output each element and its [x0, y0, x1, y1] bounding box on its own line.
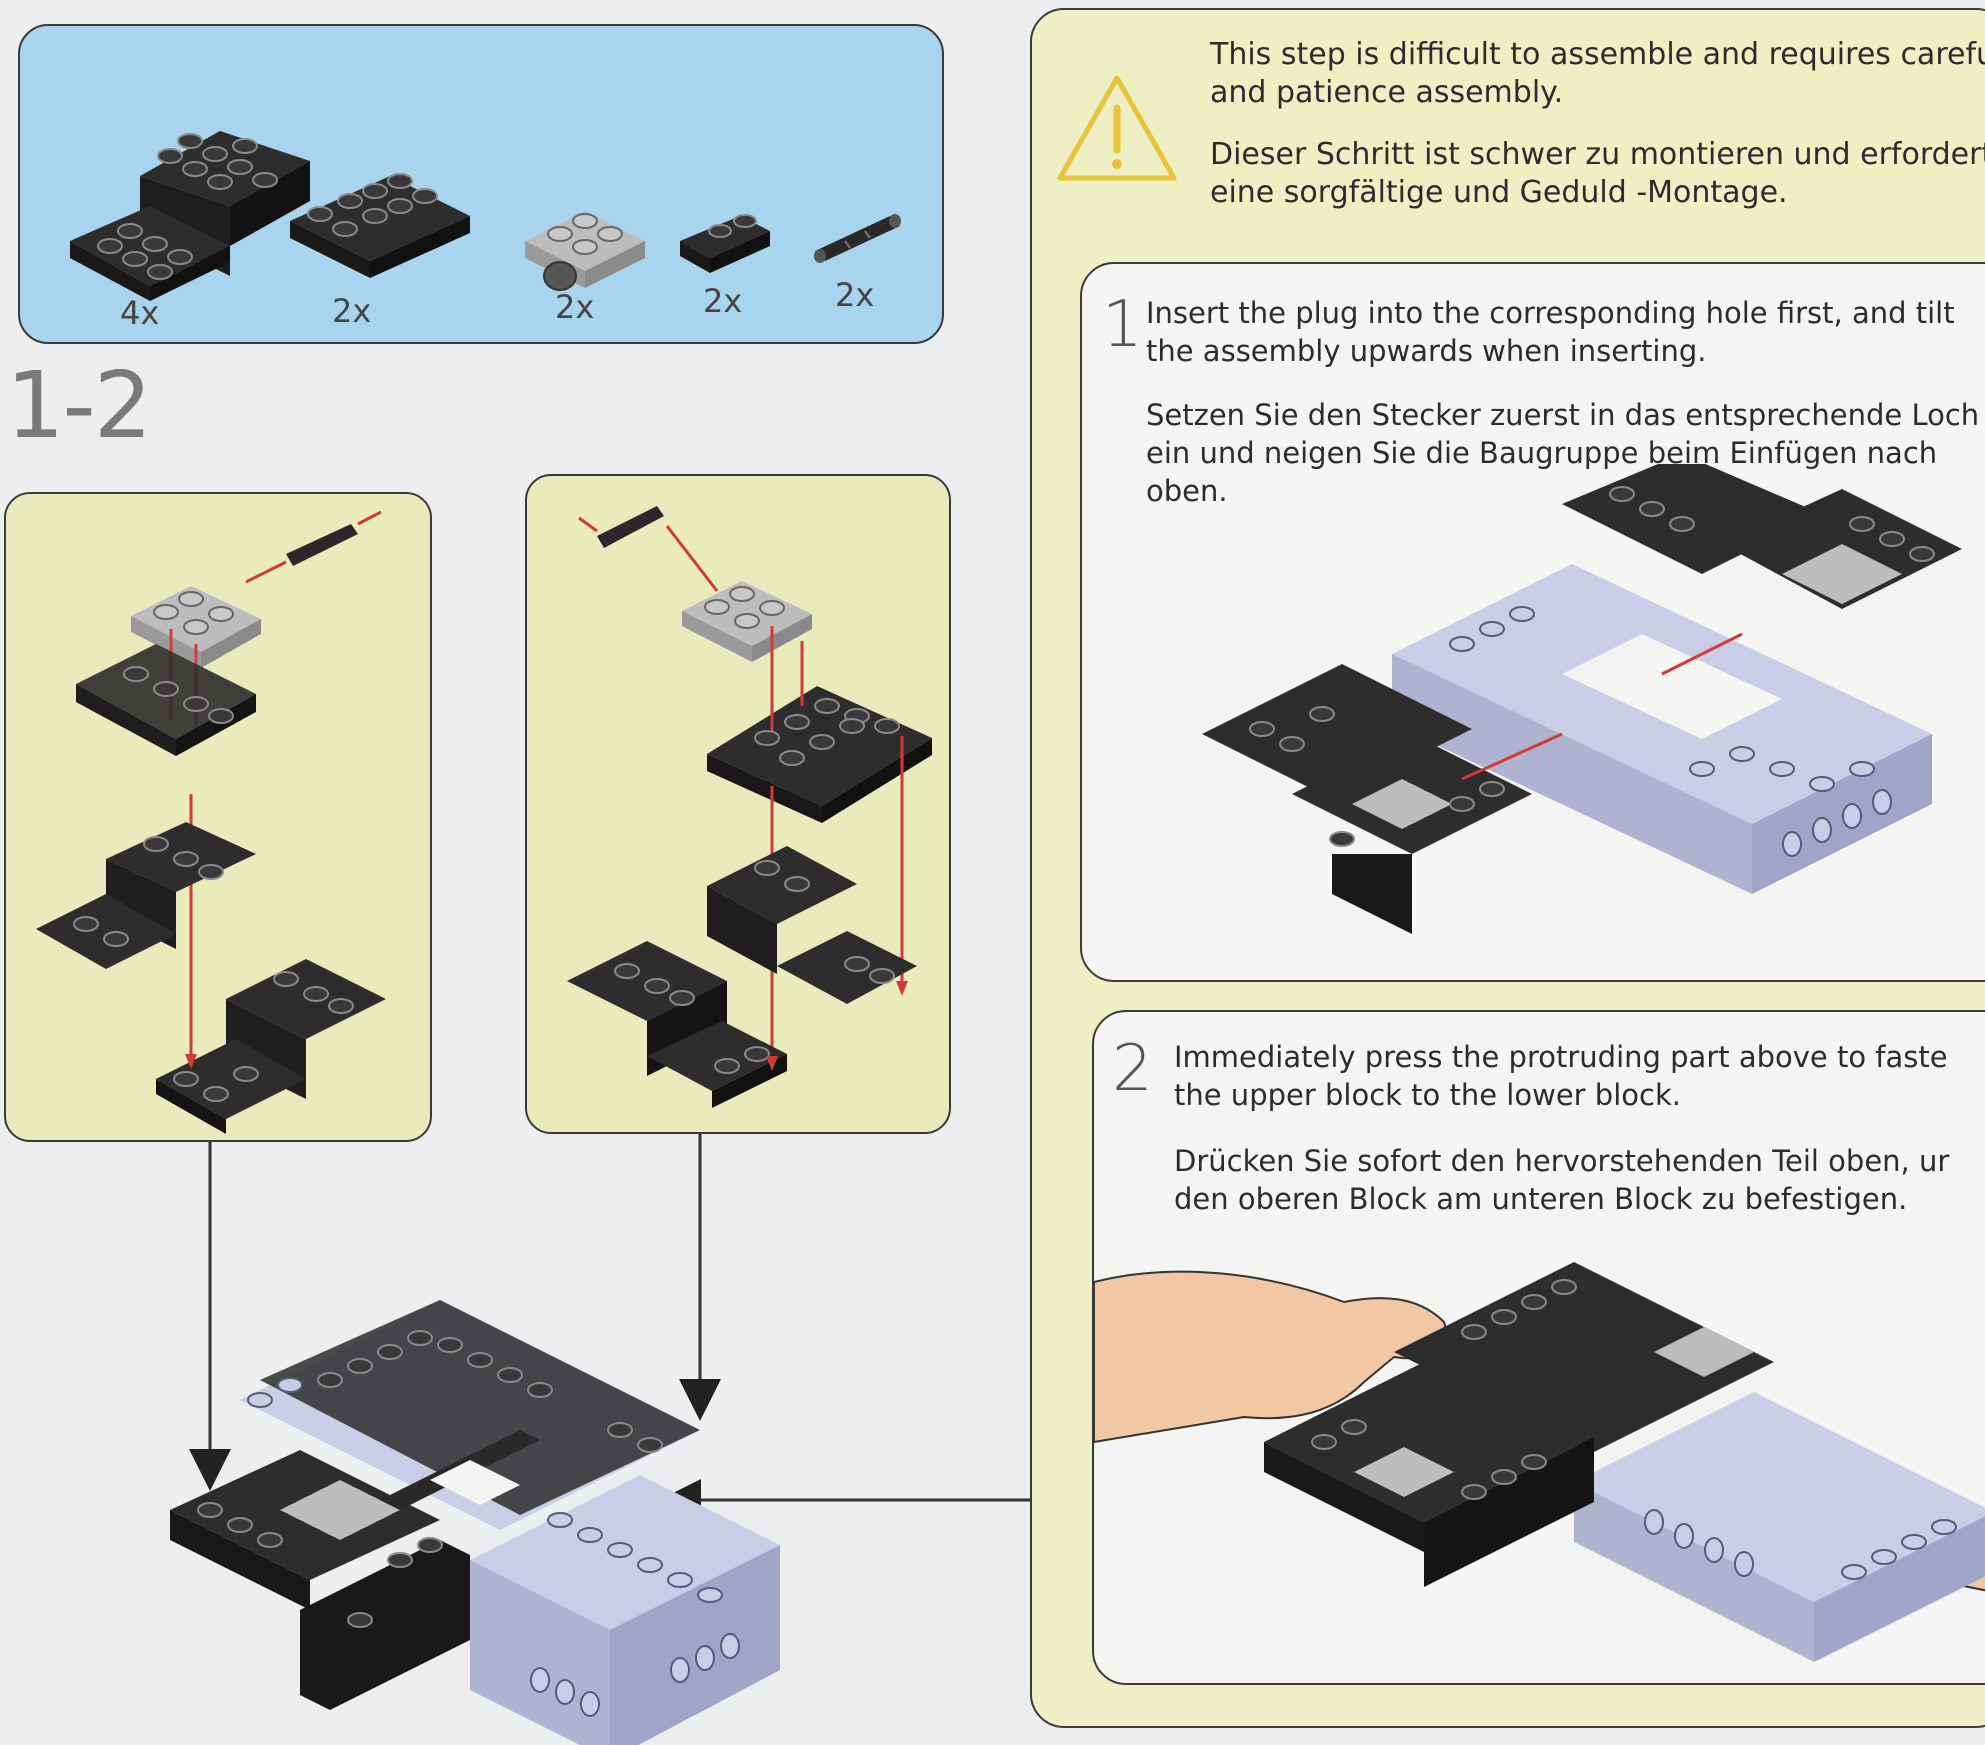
- sub-assembly-right-illustration: [567, 506, 932, 1108]
- black-plate-1x2-part-image: [680, 214, 770, 273]
- sub-assembly-panel-left: [4, 492, 432, 1142]
- instruction-step-2: 2 Immediately press the protruding part …: [1092, 1010, 1985, 1685]
- instruction-step-1: 1 Insert the plug into the corresponding…: [1080, 262, 1985, 982]
- part-qty-plate-2x4: 2x: [332, 292, 372, 330]
- sub-assembly-panel-right: [525, 474, 951, 1134]
- sub-assembly-left-illustration: [36, 510, 386, 1134]
- final-assembly-illustration: [170, 1134, 1040, 1745]
- instruction-1-de-line-2: ein und neigen Sie die Baugruppe beim Ei…: [1146, 436, 1938, 470]
- warning-en-line-1: This step is difficult to assemble and r…: [1210, 37, 1985, 72]
- instruction-2-en-line-2: the upper block to the lower block.: [1174, 1078, 1681, 1112]
- part-qty-bracket: 4x: [120, 294, 160, 332]
- warning-en-line-2: and patience assembly.: [1210, 75, 1564, 110]
- instruction-1-en-line-2: the assembly upwards when inserting.: [1146, 334, 1707, 368]
- instruction-2-text: Immediately press the protruding part ab…: [1174, 1038, 1949, 1218]
- gray-plate-with-hole-part-image: [525, 211, 645, 291]
- instruction-1-illustration: [1202, 464, 1962, 934]
- part-qty-gray-plate: 2x: [555, 288, 595, 326]
- instruction-2-de-line-2: den oberen Block am unteren Block zu bef…: [1174, 1182, 1908, 1216]
- warning-de-line-1: Dieser Schritt ist schwer zu montieren u…: [1210, 137, 1985, 172]
- instruction-1-en-line-1: Insert the plug into the corresponding h…: [1146, 296, 1955, 330]
- part-qty-pin: 2x: [835, 276, 875, 314]
- warning-triangle-icon: [1057, 75, 1177, 181]
- left-hand: [1094, 1270, 1447, 1444]
- warning-de-line-2: eine sorgfältige und Geduld -Montage.: [1210, 175, 1788, 210]
- instruction-1-de-line-1: Setzen Sie den Stecker zuerst in das ent…: [1146, 398, 1980, 432]
- instruction-2-illustration: [1094, 1262, 1985, 1662]
- black-bracket-part-image: [70, 131, 310, 301]
- parts-list-panel: 4x 2x 2x 2x 2x: [18, 24, 944, 344]
- warning-text: This step is difficult to assemble and r…: [1210, 36, 1985, 212]
- part-qty-plate-1x2: 2x: [703, 282, 743, 320]
- instruction-2-number: 2: [1112, 1032, 1153, 1106]
- step-number: 1-2: [6, 352, 152, 459]
- instruction-2-de-line-1: Drücken Sie sofort den hervorstehenden T…: [1174, 1144, 1950, 1178]
- instructions-panel: This step is difficult to assemble and r…: [1030, 8, 1985, 1728]
- parts-illustrations: [70, 131, 901, 301]
- instruction-2-en-line-1: Immediately press the protruding part ab…: [1174, 1040, 1948, 1074]
- black-plate-2x4-part-image: [290, 173, 470, 278]
- instruction-1-number: 1: [1102, 288, 1143, 362]
- instruction-1-text: Insert the plug into the corresponding h…: [1146, 294, 1979, 510]
- black-connector-pin-part-image: [814, 214, 901, 263]
- instruction-1-de-line-3: oben.: [1146, 474, 1228, 508]
